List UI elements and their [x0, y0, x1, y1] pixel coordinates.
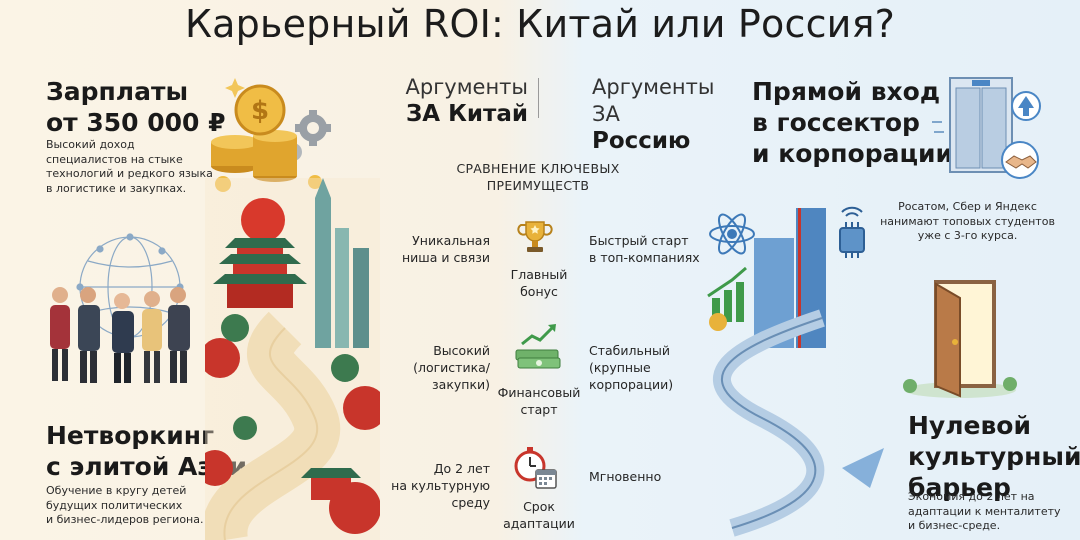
row2-criterion: Финансовый старт	[489, 384, 589, 418]
row3-russia-value: Мгновенно	[589, 468, 661, 485]
row1-russia-value: Быстрый старт в топ-компаниях	[589, 232, 700, 266]
networking-heading-line1: Нетворкинг	[46, 421, 215, 450]
row3-criterion: Срок адаптации	[489, 498, 589, 532]
comparison-title-line1: СРАВНЕНИЕ КЛЮЧЕВЫХ	[456, 161, 620, 176]
direct-entry-heading-line1: Прямой вход	[752, 77, 941, 106]
direct-entry-description: Росатом, Сбер и Яндекс нанимают топовых …	[880, 200, 1055, 244]
row2-russia-line: корпорации)	[589, 377, 674, 392]
zero-barrier-heading-line2: культурный	[908, 442, 1080, 471]
row2-criterion-line: Финансовый	[497, 385, 581, 400]
direct-entry-desc-line: Росатом, Сбер и Яндекс	[898, 200, 1037, 213]
comparison-title-line2: ПРЕИМУЩЕСТВ	[486, 178, 590, 193]
row1-china-line: Уникальная	[412, 233, 490, 248]
elevator-handshake-illustration	[932, 77, 1041, 179]
row2-china-line: (логистика/	[413, 360, 490, 375]
direct-entry-desc-line: нанимают топовых студентов	[880, 214, 1055, 228]
row2-china-line: закупки)	[432, 377, 490, 392]
zero-barrier-desc-line: адаптации к менталитету	[908, 504, 1061, 518]
networking-desc-line: будущих политических	[46, 498, 183, 512]
china-road-pagoda-illustration	[205, 178, 380, 540]
direct-entry-desc-line: уже с 3-го курса.	[917, 229, 1018, 242]
stopwatch-calendar-icon	[514, 447, 557, 489]
row2-china-value: Высокий (логистика/ закупки)	[380, 342, 490, 393]
coins-gears-illustration: $	[211, 78, 331, 192]
row1-russia-line: Быстрый старт	[589, 233, 689, 248]
row1-russia-line: в топ-компаниях	[589, 250, 700, 265]
row1-criterion-line: Главный	[510, 267, 568, 282]
growth-chart-icon	[707, 266, 747, 331]
salary-desc-line: технологий и редкого языка	[46, 167, 213, 180]
row2-russia-line: (крупные	[589, 360, 651, 375]
china-heading-line2: ЗА Китай	[405, 101, 528, 127]
open-door-illustration	[903, 280, 1017, 398]
row2-criterion-line: старт	[520, 402, 558, 417]
direct-entry-heading-line2: в госсектор	[752, 108, 920, 137]
direct-entry-heading: Прямой вход в госсектор и корпорации	[752, 76, 953, 169]
chip-icon	[839, 222, 865, 258]
skyscraper-icon	[315, 178, 369, 348]
zero-barrier-heading-line1: Нулевой	[908, 411, 1031, 440]
trophy-icon	[517, 221, 553, 252]
elevator-icon	[949, 77, 1013, 173]
salary-desc-line: специалистов на стыке	[46, 152, 183, 166]
networking-desc-line: и бизнес-лидеров региона.	[46, 513, 204, 526]
salary-heading-line2: от 350 000 ₽	[46, 108, 226, 137]
salary-description: Высокий доход специалистов на стыке техн…	[46, 138, 213, 196]
russia-heading-line1: Аргументы ЗА	[592, 75, 715, 126]
china-heading-line1: Аргументы	[405, 75, 528, 99]
zero-barrier-heading: Нулевой культурный барьер	[908, 410, 1080, 503]
small-pagoda-icon	[301, 468, 361, 500]
row1-china-value: Уникальная ниша и связи	[380, 232, 490, 266]
businesspeople-icon	[50, 287, 190, 383]
zero-barrier-desc-line: Экономия до 2 лет на	[908, 490, 1035, 503]
salary-desc-line: Высокий доход	[46, 138, 135, 151]
zero-barrier-description: Экономия до 2 лет на адаптации к ментали…	[908, 490, 1061, 534]
salary-desc-line: в логистике и закупках.	[46, 181, 187, 195]
row3-china-line: на культурную	[391, 478, 490, 493]
row2-russia-line: Стабильный	[589, 343, 671, 358]
networking-people-illustration	[50, 233, 190, 383]
svg-text:$: $	[251, 96, 269, 126]
row1-criterion-line: бонус	[520, 284, 558, 299]
row3-criterion-line: Срок	[523, 499, 555, 514]
networking-description: Обучение в кругу детей будущих политичес…	[46, 484, 204, 528]
row3-china-line: До 2 лет	[433, 461, 490, 476]
china-arguments-heading: Аргументы ЗА Китай	[388, 74, 528, 128]
zero-barrier-desc-line: и бизнес-среде.	[908, 519, 1001, 532]
salary-heading-line1: Зарплаты	[46, 77, 189, 106]
direct-entry-heading-line3: и корпорации	[752, 139, 954, 168]
row2-russia-value: Стабильный (крупные корпорации)	[589, 342, 673, 393]
row3-russia-line: Мгновенно	[589, 469, 662, 484]
row3-china-line: среду	[451, 495, 490, 510]
salary-heading: Зарплаты от 350 000 ₽	[46, 76, 226, 138]
russia-arguments-heading: Аргументы ЗА Россию	[592, 74, 742, 155]
wifi-icon	[841, 206, 863, 217]
page-title: Карьерный ROI: Китай или Россия?	[184, 2, 895, 46]
atom-icon	[709, 213, 755, 255]
networking-desc-line: Обучение в кругу детей	[46, 484, 187, 497]
russia-heading-line2: Россию	[592, 128, 691, 154]
row3-criterion-line: адаптации	[503, 516, 575, 531]
zero-barrier-heading-line3: барьер	[908, 473, 1011, 502]
handshake-icon	[1001, 141, 1039, 179]
row3-china-value: До 2 лет на культурную среду	[380, 460, 490, 511]
row2-china-line: Высокий	[433, 343, 490, 358]
row1-criterion: Главный бонус	[489, 266, 589, 300]
russia-escalator-skyscraper-illustration	[707, 206, 884, 537]
money-growth-icon	[515, 324, 561, 369]
up-arrow-icon	[1011, 91, 1041, 121]
heading-divider	[538, 78, 539, 118]
pagoda-icon	[213, 238, 307, 308]
coin-stack-icon: $	[211, 78, 322, 192]
comparison-title: СРАВНЕНИЕ КЛЮЧЕВЫХ ПРЕИМУЩЕСТВ	[450, 160, 626, 194]
row1-china-line: ниша и связи	[402, 250, 490, 265]
